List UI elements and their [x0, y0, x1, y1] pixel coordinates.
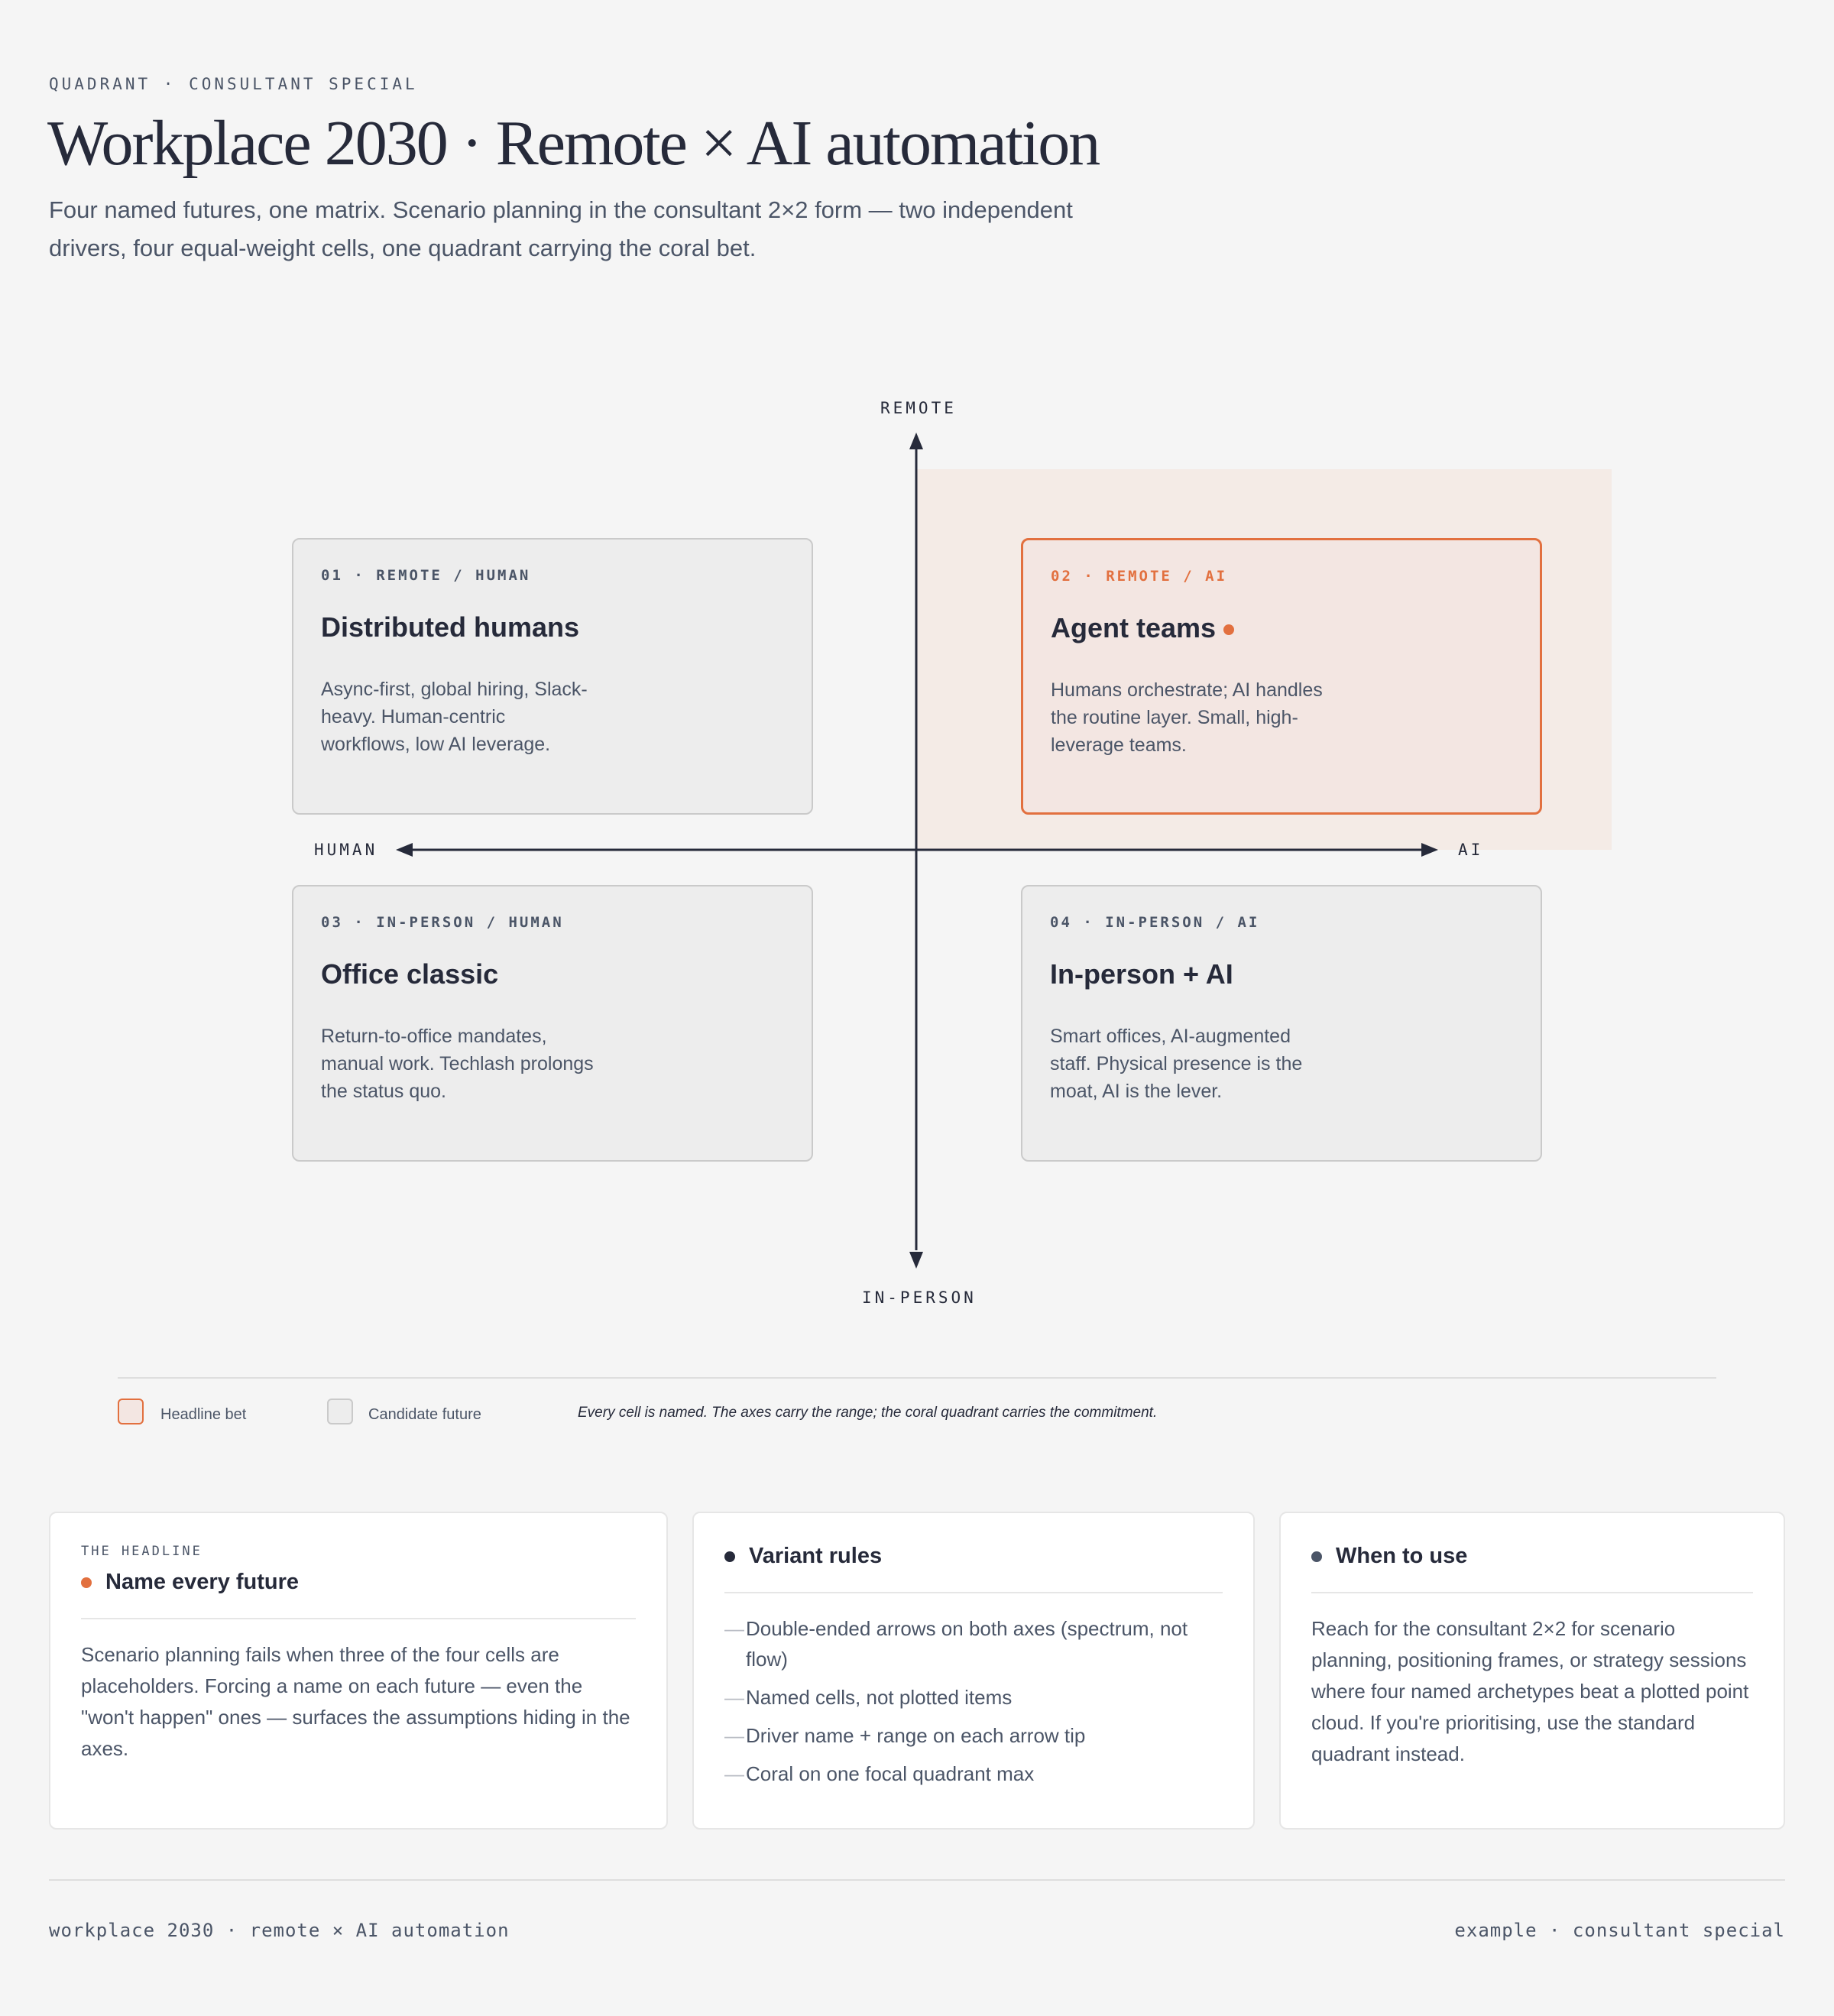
headline-bet-dot-icon [1223, 624, 1235, 636]
variant-rules-card: Variant rules —Double-ended arrows on bo… [692, 1512, 1255, 1830]
legend-label-candidate: Candidate future [368, 1406, 481, 1423]
human-arrow-head [396, 843, 413, 857]
card-eyebrow: THE HEADLINE [81, 1544, 203, 1559]
card-divider [724, 1592, 1223, 1593]
axis-label-in-person: IN-PERSON [862, 1288, 977, 1307]
candidate-future-swatch [327, 1399, 353, 1424]
cell-tag: 02 · REMOTE / AI [1051, 568, 1228, 585]
headline-card: THE HEADLINE Name every future Scenario … [49, 1512, 668, 1830]
quadrant-cell-remote-ai: 02 · REMOTE / AI Agent teams Humans orch… [1021, 538, 1542, 815]
rule-text: Named cells, not plotted items [746, 1686, 1013, 1709]
card-title: Name every future [105, 1570, 300, 1594]
ai-arrow-head [1421, 843, 1438, 857]
cell-description: Return-to-office mandates, manual work. … [321, 1026, 594, 1102]
page-eyebrow: QUADRANT · CONSULTANT SPECIAL [49, 75, 418, 93]
dash-icon: — [724, 1724, 744, 1747]
cell-name: Office classic [321, 958, 499, 990]
card-divider [81, 1618, 636, 1619]
cell-name-wrap: Agent teams [1051, 612, 1512, 644]
list-item: —Coral on one focal quadrant max [724, 1758, 1223, 1789]
list-item: —Double-ended arrows on both axes (spect… [724, 1613, 1223, 1674]
headline-bet-swatch [118, 1399, 144, 1424]
rule-text: Coral on one focal quadrant max [746, 1762, 1035, 1785]
in-person-arrow-head [909, 1252, 923, 1269]
page-subtitle: Four named futures, one matrix. Scenario… [49, 196, 1073, 261]
rule-text: Driver name + range on each arrow tip [746, 1724, 1086, 1747]
card-title: Variant rules [749, 1544, 883, 1568]
cell-description: Async-first, global hiring, Slack-heavy.… [321, 679, 588, 755]
legend-note: Every cell is named. The axes carry the … [578, 1405, 1158, 1421]
dash-icon: — [724, 1617, 744, 1640]
cell-name: Agent teams [1051, 612, 1217, 643]
legend-label-bet: Headline bet [160, 1406, 247, 1423]
footer-right-text: example · consultant special [1454, 1920, 1785, 1941]
rules-list: —Double-ended arrows on both axes (spect… [724, 1613, 1223, 1789]
axis-label-ai: AI [1458, 841, 1484, 859]
legend-divider [118, 1377, 1716, 1379]
dash-icon: — [724, 1686, 744, 1709]
axis-label-human: HUMAN [314, 841, 378, 859]
card-title-row: Variant rules [724, 1544, 1223, 1569]
list-item: —Driver name + range on each arrow tip [724, 1720, 1223, 1751]
bullet-dot-icon [1311, 1551, 1322, 1562]
cell-description: Smart offices, AI-augmented staff. Physi… [1050, 1026, 1303, 1102]
when-to-use-card: When to use Reach for the consultant 2×2… [1279, 1512, 1785, 1830]
card-body: Reach for the consultant 2×2 for scenari… [1311, 1617, 1749, 1765]
cell-description: Humans orchestrate; AI handles the routi… [1051, 679, 1323, 756]
card-divider [1311, 1592, 1753, 1593]
card-title-row: When to use [1311, 1544, 1753, 1569]
bullet-dot-icon [724, 1551, 735, 1562]
cell-tag: 01 · REMOTE / HUMAN [321, 567, 531, 584]
cell-name: Distributed humans [321, 611, 580, 643]
axis-label-remote: REMOTE [880, 399, 957, 417]
quadrant-cell-remote-human: 01 · REMOTE / HUMAN Distributed humans A… [292, 538, 813, 815]
footer-divider [49, 1879, 1785, 1881]
cell-tag: 04 · IN-PERSON / AI [1050, 914, 1260, 931]
vertical-axis [909, 433, 923, 1269]
quadrant-cell-in-person-ai: 04 · IN-PERSON / AI In-person + AI Smart… [1021, 885, 1542, 1162]
rule-text: Double-ended arrows on both axes (spectr… [746, 1617, 1188, 1671]
quadrant-cell-in-person-human: 03 · IN-PERSON / HUMAN Office classic Re… [292, 885, 813, 1162]
cell-tag: 03 · IN-PERSON / HUMAN [321, 914, 564, 931]
accent-dot-icon [81, 1577, 92, 1588]
page-title: Workplace 2030 · Remote × AI automation [47, 108, 1100, 179]
card-title-row: Name every future [81, 1570, 636, 1595]
horizontal-axis [396, 843, 1438, 857]
dash-icon: — [724, 1762, 744, 1785]
card-title: When to use [1336, 1544, 1468, 1568]
card-body: Scenario planning fails when three of th… [81, 1643, 630, 1760]
list-item: —Named cells, not plotted items [724, 1682, 1223, 1713]
remote-arrow-head [909, 433, 923, 449]
footer-left-text: workplace 2030 · remote × AI automation [49, 1920, 510, 1941]
cell-name: In-person + AI [1050, 958, 1233, 990]
